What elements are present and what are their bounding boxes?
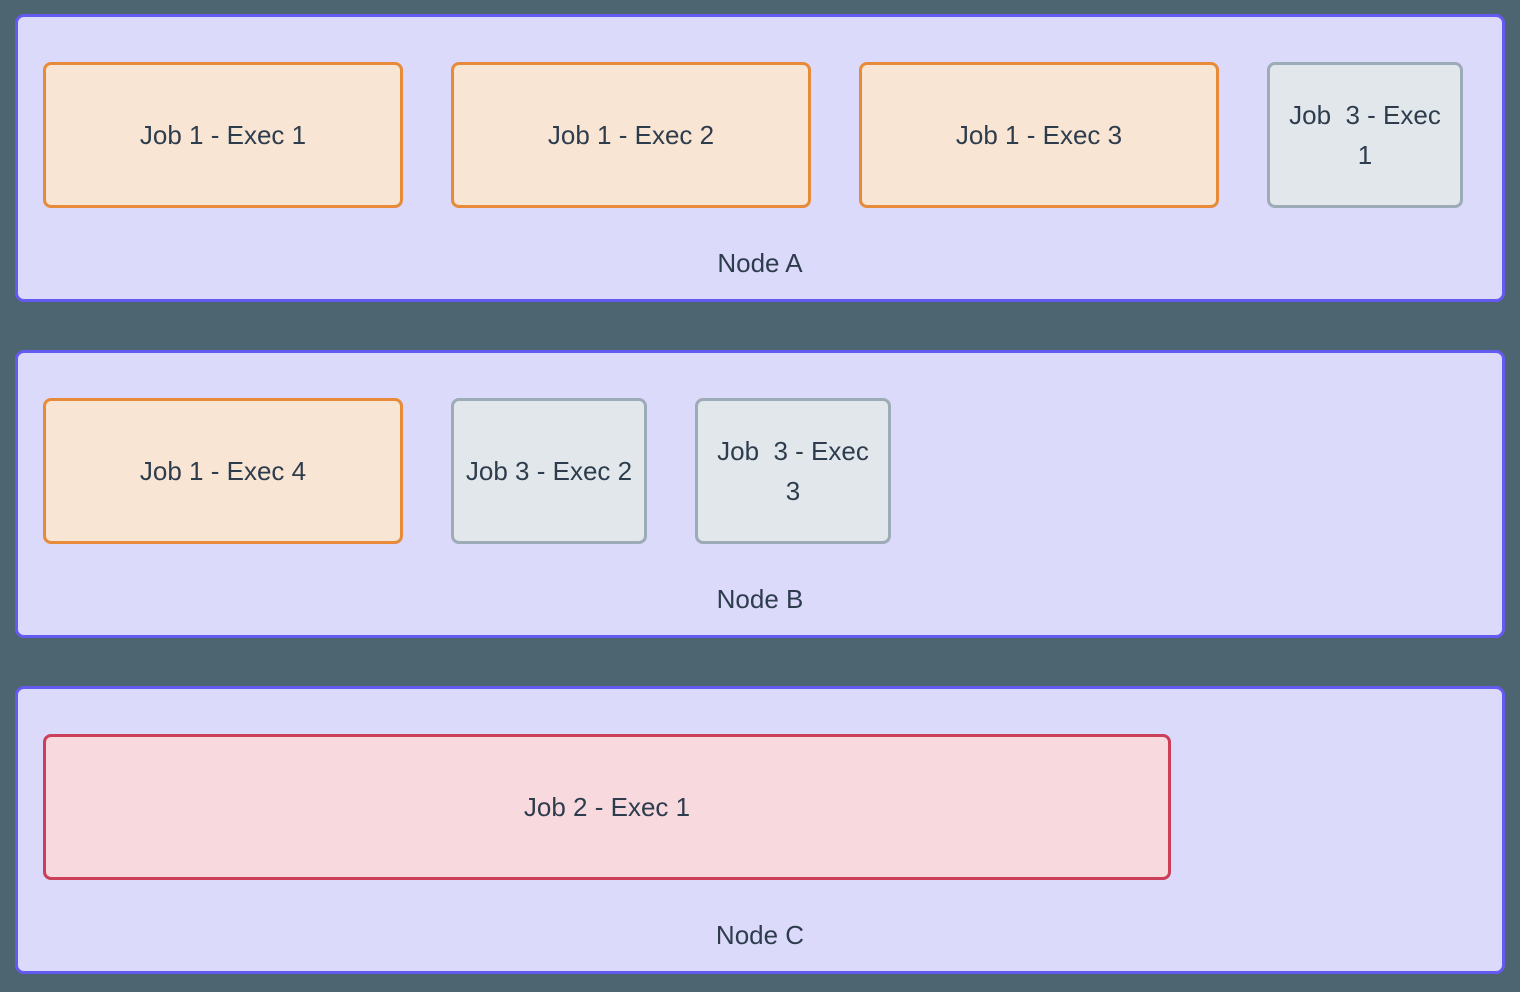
node-b-executor-row: Job 1 - Exec 4 Job 3 - Exec 2 Job 3 - Ex… <box>43 398 1502 544</box>
node-a-executor-row: Job 1 - Exec 1 Job 1 - Exec 2 Job 1 - Ex… <box>43 62 1502 208</box>
executor-label: Job 1 - Exec 4 <box>139 455 307 486</box>
executor-box-job3-exec3: Job 3 - Exec 3 <box>695 398 891 544</box>
executor-label: Job 1 - Exec 3 <box>955 119 1123 150</box>
node-c: Job 2 - Exec 1 Node C <box>15 686 1505 974</box>
executor-label: Job 1 - Exec 2 <box>547 119 715 150</box>
node-label: Node A <box>717 248 803 278</box>
node-label: Node B <box>716 584 804 614</box>
executor-box-job2-exec1: Job 2 - Exec 1 <box>43 734 1171 880</box>
executor-label: Job 3 - Exec 1 <box>1289 99 1449 170</box>
executor-label: Job 3 - Exec 3 <box>717 435 877 506</box>
executor-label: Job 3 - Exec 2 <box>465 455 633 486</box>
executor-box-job1-exec2: Job 1 - Exec 2 <box>451 62 811 208</box>
node-label: Node C <box>715 920 805 950</box>
executor-box-job3-exec1: Job 3 - Exec 1 <box>1267 62 1463 208</box>
executor-box-job3-exec2: Job 3 - Exec 2 <box>451 398 647 544</box>
node-b: Job 1 - Exec 4 Job 3 - Exec 2 Job 3 - Ex… <box>15 350 1505 638</box>
executor-box-job1-exec3: Job 1 - Exec 3 <box>859 62 1219 208</box>
executor-box-job1-exec1: Job 1 - Exec 1 <box>43 62 403 208</box>
node-a: Job 1 - Exec 1 Job 1 - Exec 2 Job 1 - Ex… <box>15 14 1505 302</box>
executor-box-job1-exec4: Job 1 - Exec 4 <box>43 398 403 544</box>
node-c-executor-row: Job 2 - Exec 1 <box>43 734 1502 880</box>
executor-label: Job 1 - Exec 1 <box>139 119 307 150</box>
executor-label: Job 2 - Exec 1 <box>523 791 691 822</box>
